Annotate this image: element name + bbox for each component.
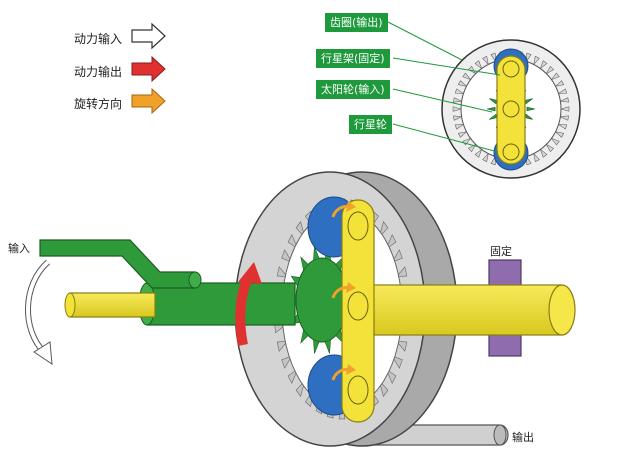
gear-tooth	[290, 275, 301, 287]
gear-tooth	[554, 131, 565, 138]
gear-tooth	[457, 131, 468, 138]
gear-tooth	[276, 340, 289, 352]
gear-tooth	[550, 137, 560, 146]
gear-tooth	[462, 72, 472, 81]
input-label: 输入	[8, 242, 30, 255]
gear-tooth	[276, 266, 289, 278]
gear-tooth	[391, 355, 403, 369]
sun-shaft	[69, 292, 156, 318]
gear-tooth	[554, 80, 565, 87]
gear-tooth	[533, 55, 540, 66]
gear-tooth	[452, 106, 463, 112]
gear-tooth	[453, 97, 463, 103]
orange-arrow-icon	[131, 87, 166, 115]
gear-tooth	[474, 60, 483, 70]
gear-tooth	[287, 233, 299, 250]
gear-tooth	[457, 80, 468, 87]
legend-label: 动力输入	[74, 31, 123, 46]
gear-tooth	[281, 355, 293, 369]
input-shaft	[39, 239, 296, 326]
callout-ring-gear: 齿圈(输出)	[325, 13, 388, 32]
planet-carrier	[341, 199, 375, 423]
gear-tooth	[324, 339, 331, 354]
gear-tooth	[313, 339, 320, 354]
gear-tooth	[313, 246, 320, 261]
outline-arrow-icon	[131, 22, 166, 50]
gear-tooth	[385, 233, 397, 250]
output-label: 输出	[512, 431, 534, 444]
gear-tooth	[550, 72, 560, 81]
gear-tooth	[454, 124, 465, 130]
gear-tooth	[539, 148, 548, 158]
gear-tooth	[281, 249, 293, 263]
gear-tooth	[545, 143, 555, 153]
inset-gear-view	[441, 39, 581, 179]
gear-tooth	[559, 97, 569, 103]
gear-tooth	[474, 148, 483, 158]
gear-tooth	[490, 52, 496, 63]
fixed-label: 固定	[490, 245, 512, 258]
gear-tooth	[559, 106, 570, 112]
legend-row-output: 动力输出	[74, 59, 136, 83]
callout-leaders	[387, 21, 501, 153]
callout-sun-gear: 太阳轮(输入)	[316, 80, 390, 99]
gear-tooth	[300, 256, 309, 271]
gear-tooth	[486, 106, 496, 112]
gear-tooth	[559, 115, 569, 121]
callout-carrier: 行星架(固定)	[316, 49, 390, 68]
callout-planet-gear: 行星轮	[349, 115, 392, 134]
gear-tooth	[482, 55, 489, 66]
gear-tooth	[557, 124, 568, 130]
gear-tooth	[395, 340, 408, 352]
ring-rotation-arrow	[235, 262, 262, 346]
legend-label: 动力输出	[74, 64, 123, 79]
gear-tooth	[391, 249, 403, 263]
gear-tooth	[467, 65, 477, 75]
gear-tooth	[453, 115, 463, 121]
legend-label: 旋转方向	[74, 96, 123, 111]
gear-tooth	[287, 368, 299, 385]
legend-row-input: 动力输入	[74, 26, 136, 50]
gear-tooth	[539, 60, 548, 70]
gear-tooth	[467, 143, 477, 153]
gear-tooth	[454, 88, 465, 94]
gear-tooth	[545, 65, 555, 75]
gear-tooth	[385, 368, 397, 385]
gear-tooth	[300, 329, 309, 344]
gear-tooth	[526, 52, 532, 63]
gear-tooth	[533, 152, 540, 163]
gear-tooth	[482, 152, 489, 163]
red-arrow-icon	[131, 55, 166, 83]
input-rotation-arrow	[25, 259, 53, 365]
legend-row-rotation: 旋转方向	[74, 91, 136, 115]
gear-tooth	[526, 106, 536, 112]
carrier-shaft	[351, 284, 576, 336]
gear-tooth	[395, 266, 408, 278]
gear-tooth	[557, 88, 568, 94]
